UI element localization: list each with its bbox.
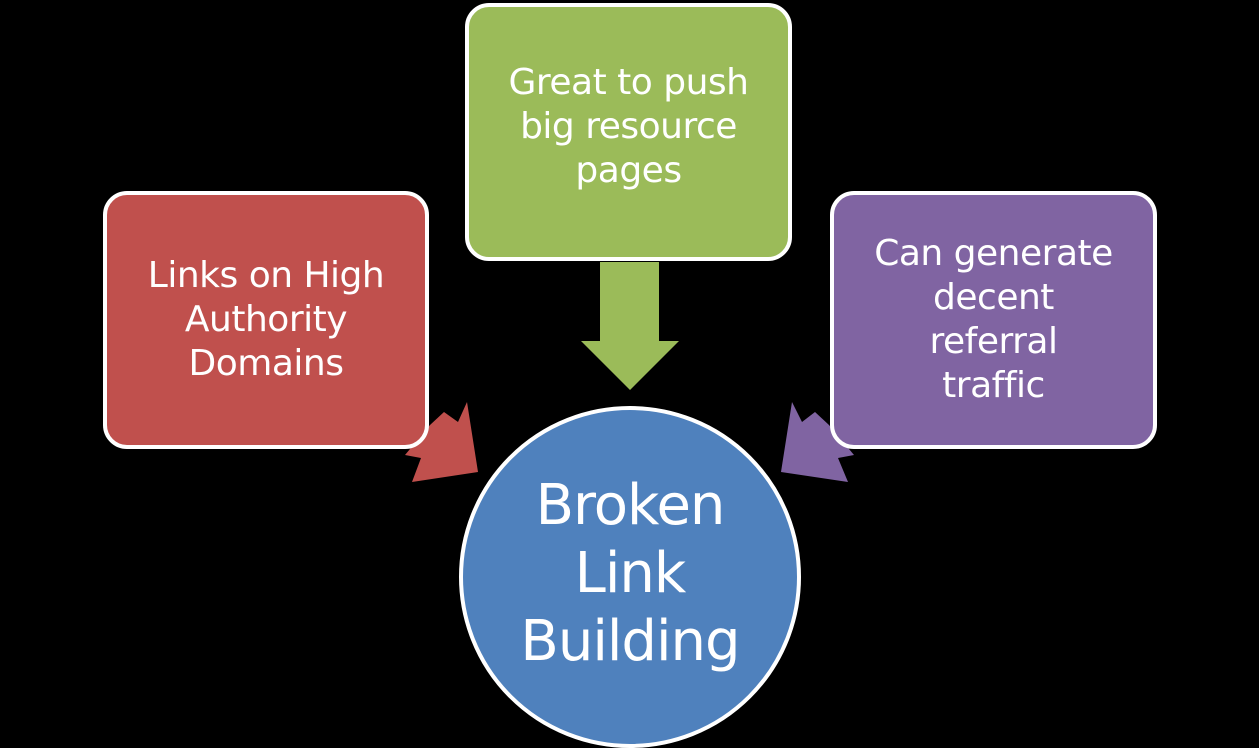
hub-broken-link-building: Broken Link Building xyxy=(459,406,801,748)
node-label: Links on High Authority Domains xyxy=(147,255,385,384)
hub-label: Broken Link Building xyxy=(520,473,740,674)
arrow-left-to-hub xyxy=(405,402,478,482)
node-referral-traffic: Can generate decent referral traffic xyxy=(830,191,1157,449)
node-push-resource-pages: Great to push big resource pages xyxy=(465,3,792,261)
arrow-top-to-hub xyxy=(581,262,679,390)
arrow-right-to-hub xyxy=(781,402,854,482)
node-label: Can generate decent referral traffic xyxy=(874,233,1113,406)
node-high-authority-domains: Links on High Authority Domains xyxy=(103,191,429,449)
node-label: Great to push big resource pages xyxy=(508,62,750,191)
